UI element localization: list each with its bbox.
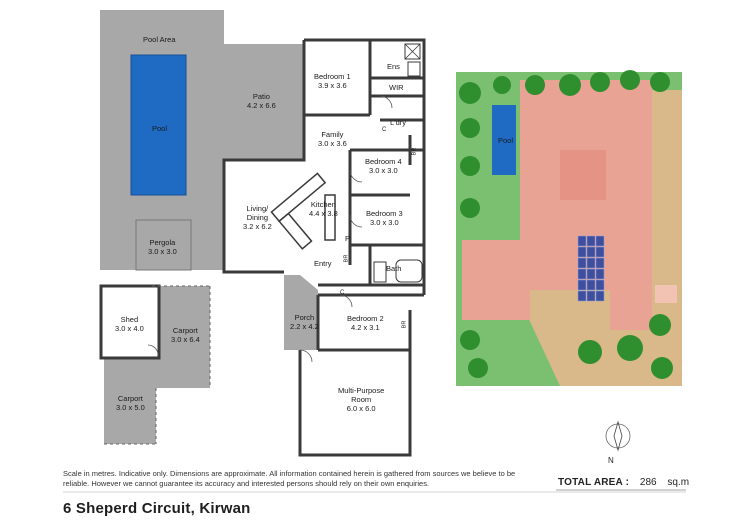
- family-name: Family: [321, 130, 344, 139]
- bedroom1-name: Bedroom 1: [314, 72, 351, 81]
- bedroom4-label: Bedroom 4 3.0 x 3.0: [365, 157, 402, 175]
- carport1-name: Carport: [172, 326, 198, 335]
- carport1-size: 3.0 x 6.4: [171, 335, 200, 344]
- bedroom3-size: 3.0 x 3.0: [369, 218, 399, 227]
- pergola-name: Pergola: [149, 238, 176, 247]
- bedroom2-name: Bedroom 2: [347, 314, 384, 323]
- kitchen-size: 4.4 x 3.8: [309, 209, 338, 218]
- family-label: Family 3.0 x 3.6: [318, 130, 347, 148]
- porch-name: Porch: [294, 313, 315, 322]
- laundry-label: L'dry: [390, 118, 407, 127]
- shed-size: 3.0 x 4.0: [115, 324, 144, 333]
- kitchen-bench: [270, 172, 327, 250]
- trees: [459, 70, 673, 379]
- disclaimer: Scale in metres. Indicative only. Dimens…: [63, 469, 516, 488]
- multipurpose-name-1: Multi-Purpose: [338, 386, 385, 395]
- kitchen-label: Kitchen 4.4 x 3.8: [309, 200, 338, 218]
- pergola-label: Pergola 3.0 x 3.0: [148, 238, 177, 256]
- bedroom2-size: 4.2 x 3.1: [350, 323, 380, 332]
- living-label: Living/ Dining 3.2 x 6.2: [243, 204, 272, 231]
- living-name-1: Living/: [246, 204, 269, 213]
- patio-label: Patio 4.2 x 6.6: [247, 92, 276, 110]
- patio-area: [224, 44, 304, 160]
- wir-label: WIR: [389, 83, 404, 92]
- pool: [130, 54, 187, 196]
- pool-label: Pool: [152, 124, 168, 133]
- bedroom3-label: Bedroom 3 3.0 x 3.0: [366, 209, 403, 227]
- porch-label: Porch 2.2 x 4.2: [290, 313, 319, 331]
- carport2-size: 3.0 x 5.0: [116, 403, 145, 412]
- shed-roof: [655, 285, 677, 303]
- cupboard-label-2: C: [340, 290, 345, 296]
- ensuite-label: Ens: [387, 62, 400, 71]
- porch-area: [284, 275, 318, 350]
- carport2-area: [104, 358, 156, 444]
- property-address: 6 Sheperd Circuit, Kirwan: [63, 500, 251, 517]
- shed-name: Shed: [120, 315, 139, 324]
- bathtub: [395, 259, 423, 283]
- multipurpose-size: 6.0 x 6.0: [346, 404, 376, 413]
- living-name-2: Dining: [246, 213, 269, 222]
- porch-size: 2.2 x 4.2: [290, 322, 319, 331]
- living-size: 3.2 x 6.2: [243, 222, 272, 231]
- shed: [99, 284, 161, 360]
- patio-name: Patio: [252, 92, 270, 101]
- bedroom4-name: Bedroom 4: [365, 157, 402, 166]
- shed-label: Shed 3.0 x 4.0: [115, 315, 144, 333]
- carport1-area: [152, 286, 210, 388]
- entry-label: Entry: [314, 259, 332, 268]
- patio-size: 4.2 x 6.6: [247, 101, 276, 110]
- pergola-size: 3.0 x 3.0: [148, 247, 177, 256]
- multipurpose-name-2: Room: [351, 395, 372, 404]
- bedroom4-size: 3.0 x 3.0: [368, 166, 398, 175]
- total-area-unit: sq.m: [667, 477, 690, 488]
- bedroom1-label: Bedroom 1 3.9 x 3.6: [314, 72, 351, 90]
- multipurpose-label: Multi-Purpose Room 6.0 x 6.0: [338, 386, 384, 413]
- bath-label: Bath: [386, 264, 402, 273]
- kitchen-name: Kitchen: [310, 200, 336, 209]
- site-pool-label: Pool: [498, 136, 514, 145]
- north-arrow-icon: [605, 420, 631, 452]
- total-area-value: 286: [639, 477, 657, 488]
- roof-ridge: [560, 150, 606, 200]
- carport1-label: Carport 3.0 x 6.4: [171, 326, 200, 344]
- total-area: TOTAL AREA : 286 sq.m: [558, 477, 689, 488]
- north-label: N: [608, 456, 614, 465]
- site-pool: [492, 105, 516, 175]
- carport2-name: Carport: [117, 394, 143, 403]
- pool-area-label: Pool Area: [143, 35, 176, 44]
- bedroom1-size: 3.9 x 3.6: [317, 81, 347, 90]
- pantry-label: P: [345, 234, 351, 243]
- bath-vanity: [373, 261, 387, 283]
- cupboard-label-1: C: [382, 127, 387, 133]
- house-roof: [520, 80, 652, 330]
- total-area-label: TOTAL AREA :: [558, 477, 630, 488]
- solar-panels: [577, 235, 605, 302]
- family-size: 3.0 x 3.6: [318, 139, 347, 148]
- bedroom2-label: Bedroom 2 4.2 x 3.1: [347, 314, 384, 332]
- ensuite-vanity: [407, 61, 421, 77]
- bedroom3-name: Bedroom 3: [366, 209, 403, 218]
- patio-roof: [462, 240, 530, 320]
- kitchen-counter: [324, 194, 336, 241]
- carport2-label: Carport 3.0 x 5.0: [116, 394, 145, 412]
- pergola: [135, 219, 192, 271]
